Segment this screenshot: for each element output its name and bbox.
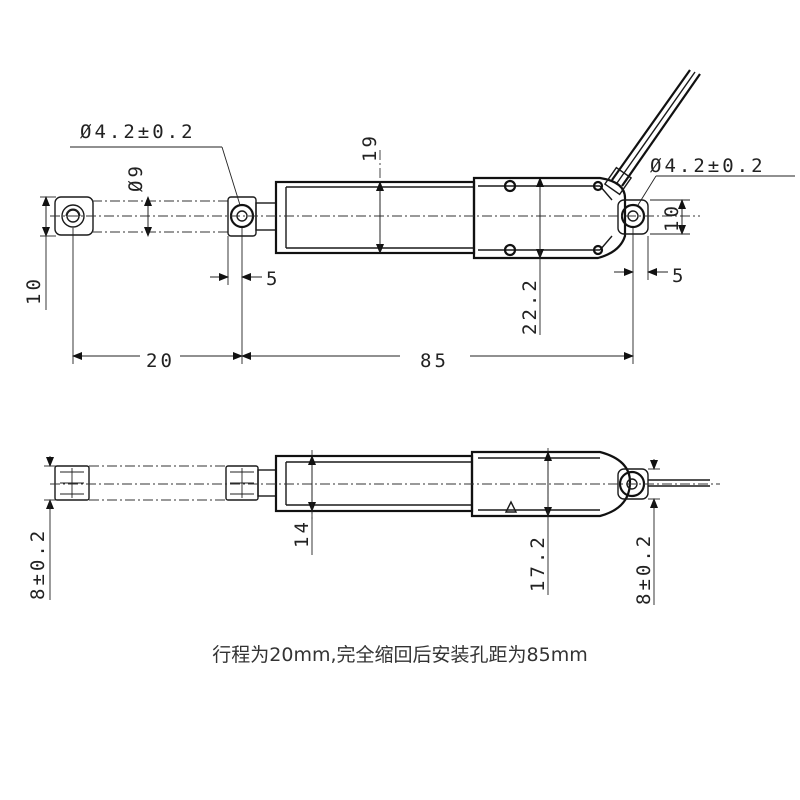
dim-rear-end-height: 10 xyxy=(661,203,683,232)
dim-rod-end-dia: Ø9 xyxy=(125,163,147,192)
dim-rear-body-thickness: 17.2 xyxy=(527,534,549,592)
front-clevis xyxy=(227,196,277,237)
dim-rod-hole-dia: Ø4.2±0.2 xyxy=(80,121,196,143)
dim-front-end-height: 10 xyxy=(23,276,45,305)
dim-hole-distance: 85 xyxy=(420,350,449,372)
cable xyxy=(603,69,701,196)
side-view: 8±0.2 14 17.2 8±0.2 xyxy=(27,448,720,605)
top-view: Ø4.2±0.2 Ø9 19 Ø4.2±0.2 10 10 5 xyxy=(23,69,795,372)
dim-rear-offset: 5 xyxy=(672,265,686,287)
dim-front-offset: 5 xyxy=(266,268,280,290)
dim-rear-end-thickness: 8±0.2 xyxy=(633,533,655,605)
actuator-body xyxy=(274,176,627,260)
dim-stroke: 20 xyxy=(146,350,175,372)
dim-body-height: 19 xyxy=(359,133,381,162)
dim-rear-body-height: 22.2 xyxy=(519,277,541,335)
drawing-caption: 行程为20mm,完全缩回后安装孔距为85mm xyxy=(212,644,588,666)
dim-body-thickness: 14 xyxy=(291,519,313,548)
dim-rear-hole-dia: Ø4.2±0.2 xyxy=(650,155,766,177)
dim-rod-thickness: 8±0.2 xyxy=(27,528,49,600)
